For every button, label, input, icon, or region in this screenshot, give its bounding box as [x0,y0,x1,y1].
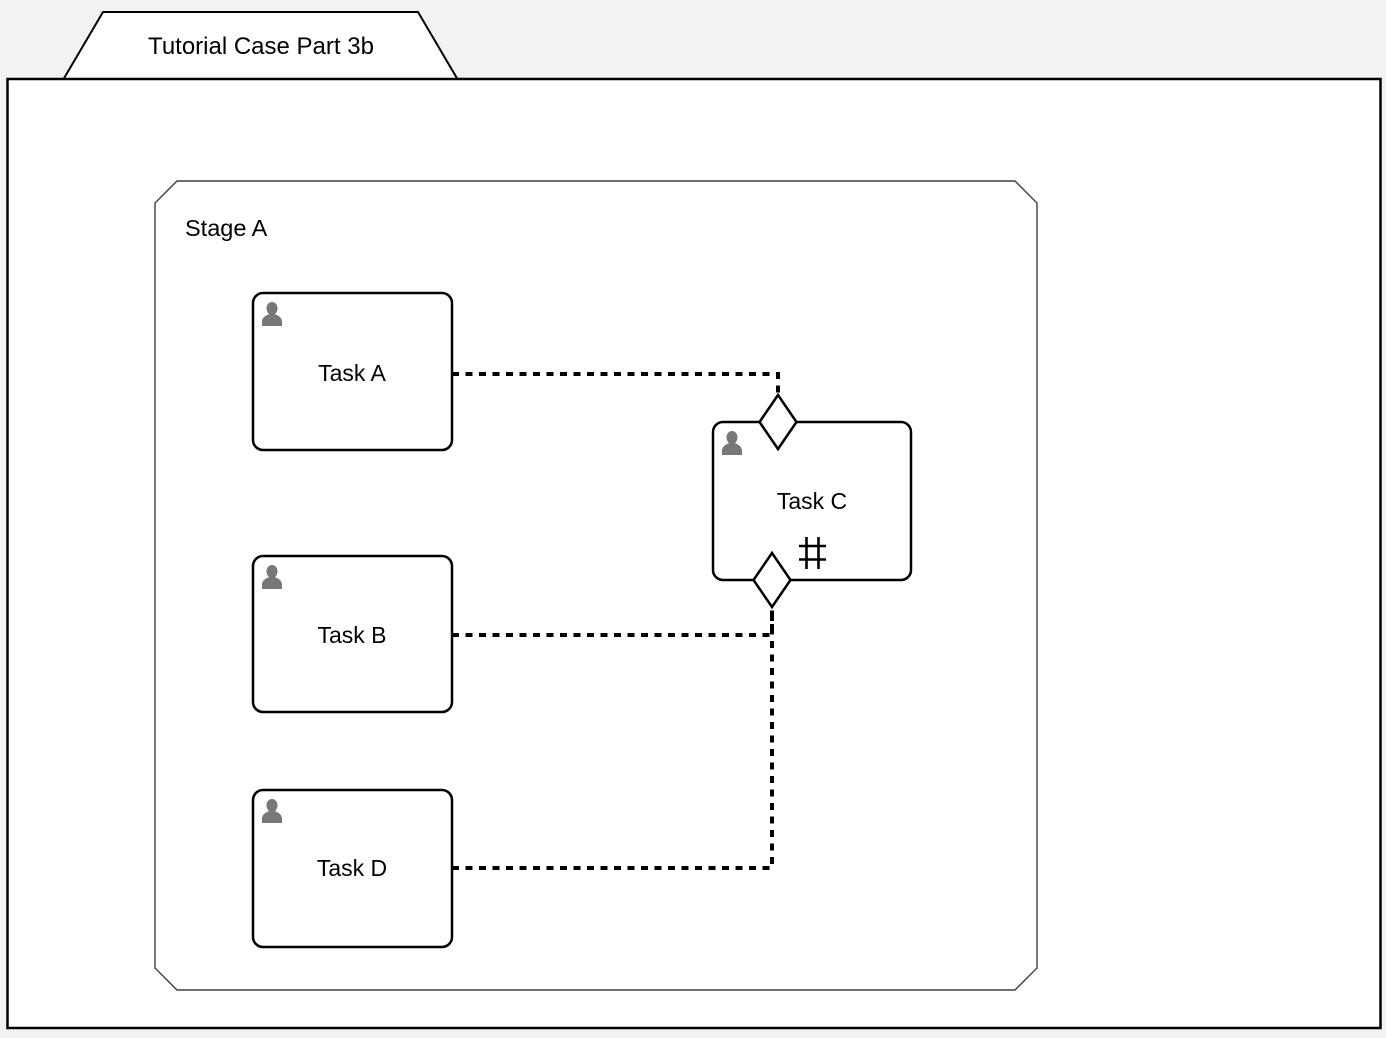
person-icon [262,302,282,326]
person-icon [262,565,282,589]
person-icon [262,799,282,823]
task-c-label: Task C [777,488,847,514]
task-b-shape[interactable]: Task B [251,554,454,714]
task-d-box[interactable] [251,788,454,949]
task-d-label: Task D [317,855,387,881]
task-d-shape[interactable]: Task D [251,788,454,949]
connector-task-a-to-task-c[interactable] [452,372,780,395]
task-c-box[interactable] [711,420,913,582]
task-c-shape[interactable]: Task C [711,420,913,582]
stage-a-label: Stage A [185,215,268,241]
task-b-label: Task B [317,622,386,648]
entry-sentry-bottom-diamond[interactable] [751,550,793,610]
case-plan-title: Tutorial Case Part 3b [148,33,374,60]
entry-sentry-top-diamond[interactable] [757,392,799,452]
person-icon [722,431,742,455]
task-a-box[interactable] [251,291,454,452]
repetition-marker-icon [799,537,826,569]
task-a-shape[interactable]: Task A [251,291,454,452]
task-a-label: Task A [318,360,386,386]
task-b-box[interactable] [251,554,454,714]
